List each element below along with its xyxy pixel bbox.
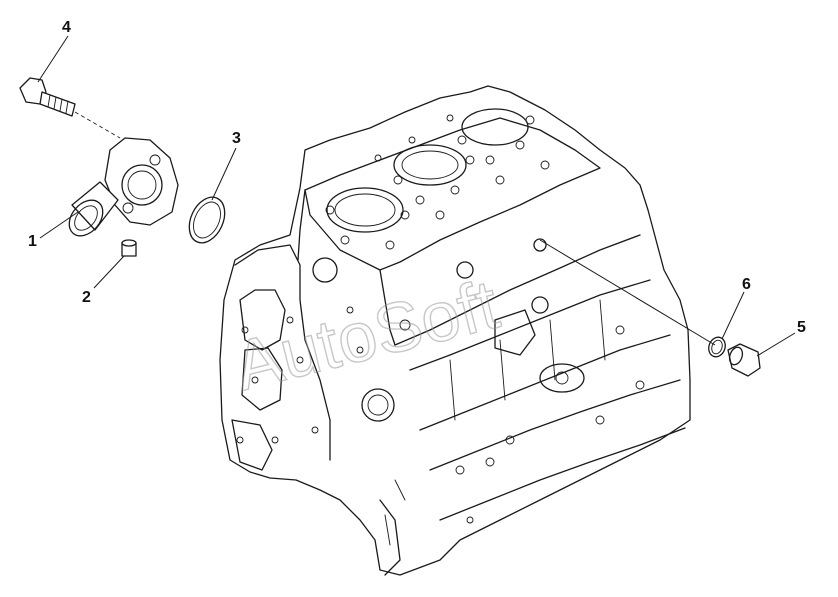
o-ring-seal bbox=[188, 196, 226, 244]
sealing-washer bbox=[708, 336, 726, 358]
callout-5: 5 bbox=[756, 319, 806, 357]
callout-6-label: 6 bbox=[742, 276, 751, 293]
callout-2: 2 bbox=[82, 255, 125, 306]
callout-1-label: 1 bbox=[28, 233, 37, 250]
callout-3: 3 bbox=[211, 130, 241, 201]
plug-alignment-line bbox=[539, 239, 716, 346]
callout-2-label: 2 bbox=[82, 289, 91, 306]
water-outlet-housing bbox=[68, 137, 179, 237]
callout-6: 6 bbox=[721, 276, 751, 340]
flange-bolt bbox=[19, 77, 76, 117]
dowel-sleeve bbox=[121, 239, 137, 257]
bolt-alignment-line bbox=[74, 111, 121, 139]
callout-4-label: 4 bbox=[62, 19, 71, 36]
callout-4: 4 bbox=[37, 19, 71, 83]
callout-3-label: 3 bbox=[232, 130, 241, 147]
callout-1: 1 bbox=[28, 211, 79, 250]
engine-block bbox=[219, 85, 691, 576]
plug bbox=[727, 343, 761, 377]
callout-5-label: 5 bbox=[797, 319, 806, 336]
